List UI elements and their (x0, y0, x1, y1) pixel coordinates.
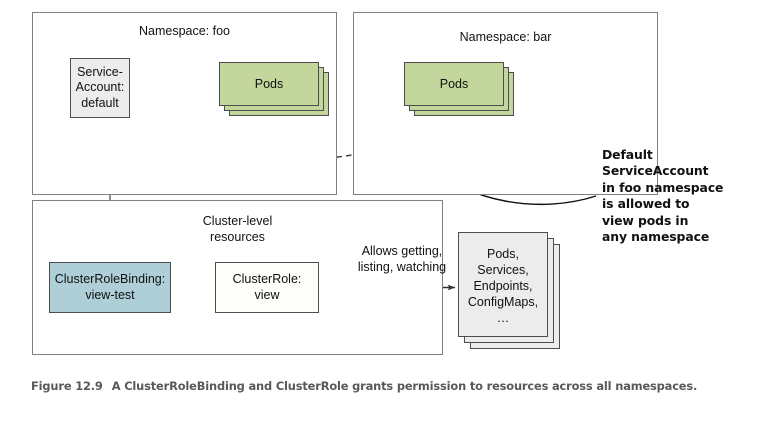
clusterrole-view-box[interactable]: ClusterRole: view (215, 262, 319, 313)
serviceaccount-default-box[interactable]: Service- Account: default (70, 58, 130, 118)
namespace-foo-title: Namespace: foo (138, 24, 231, 38)
cluster-level-title: Cluster-level resources (202, 214, 273, 244)
serviceaccount-default-label: Service- Account: default (75, 64, 125, 110)
resources-list-label: Pods, Services, Endpoints, ConfigMaps, … (467, 246, 539, 325)
resources-stack[interactable]: Pods, Services, Endpoints, ConfigMaps, … (458, 232, 570, 350)
figure-caption: Figure 12.9 A ClusterRoleBinding and Clus… (31, 378, 737, 395)
clusterrole-view-label: ClusterRole: view (232, 272, 302, 302)
resources-stack-layer-front: Pods, Services, Endpoints, ConfigMaps, … (458, 232, 548, 337)
namespace-bar-title: Namespace: bar (459, 30, 552, 44)
pods-stack-foo[interactable]: Pods (219, 62, 331, 120)
figure-caption-number: Figure 12.9 (31, 379, 103, 393)
annotation-text: Default ServiceAccount in foo namespace … (602, 147, 724, 245)
pods-stack-bar[interactable]: Pods (404, 62, 516, 120)
figure-caption-text: A ClusterRoleBinding and ClusterRole gra… (111, 379, 698, 393)
pods-stack-foo-layer-front: Pods (219, 62, 319, 106)
clusterrolebinding-view-test-label: ClusterRoleBinding: view-test (54, 272, 166, 302)
pods-bar-label: Pods (439, 77, 469, 91)
pods-stack-bar-layer-front: Pods (404, 62, 504, 106)
allows-verbs-label: Allows getting, listing, watching (357, 244, 447, 274)
pods-foo-label: Pods (254, 77, 284, 91)
clusterrolebinding-view-test-box[interactable]: ClusterRoleBinding: view-test (49, 262, 171, 313)
namespace-bar-box: Namespace: bar (353, 12, 658, 195)
